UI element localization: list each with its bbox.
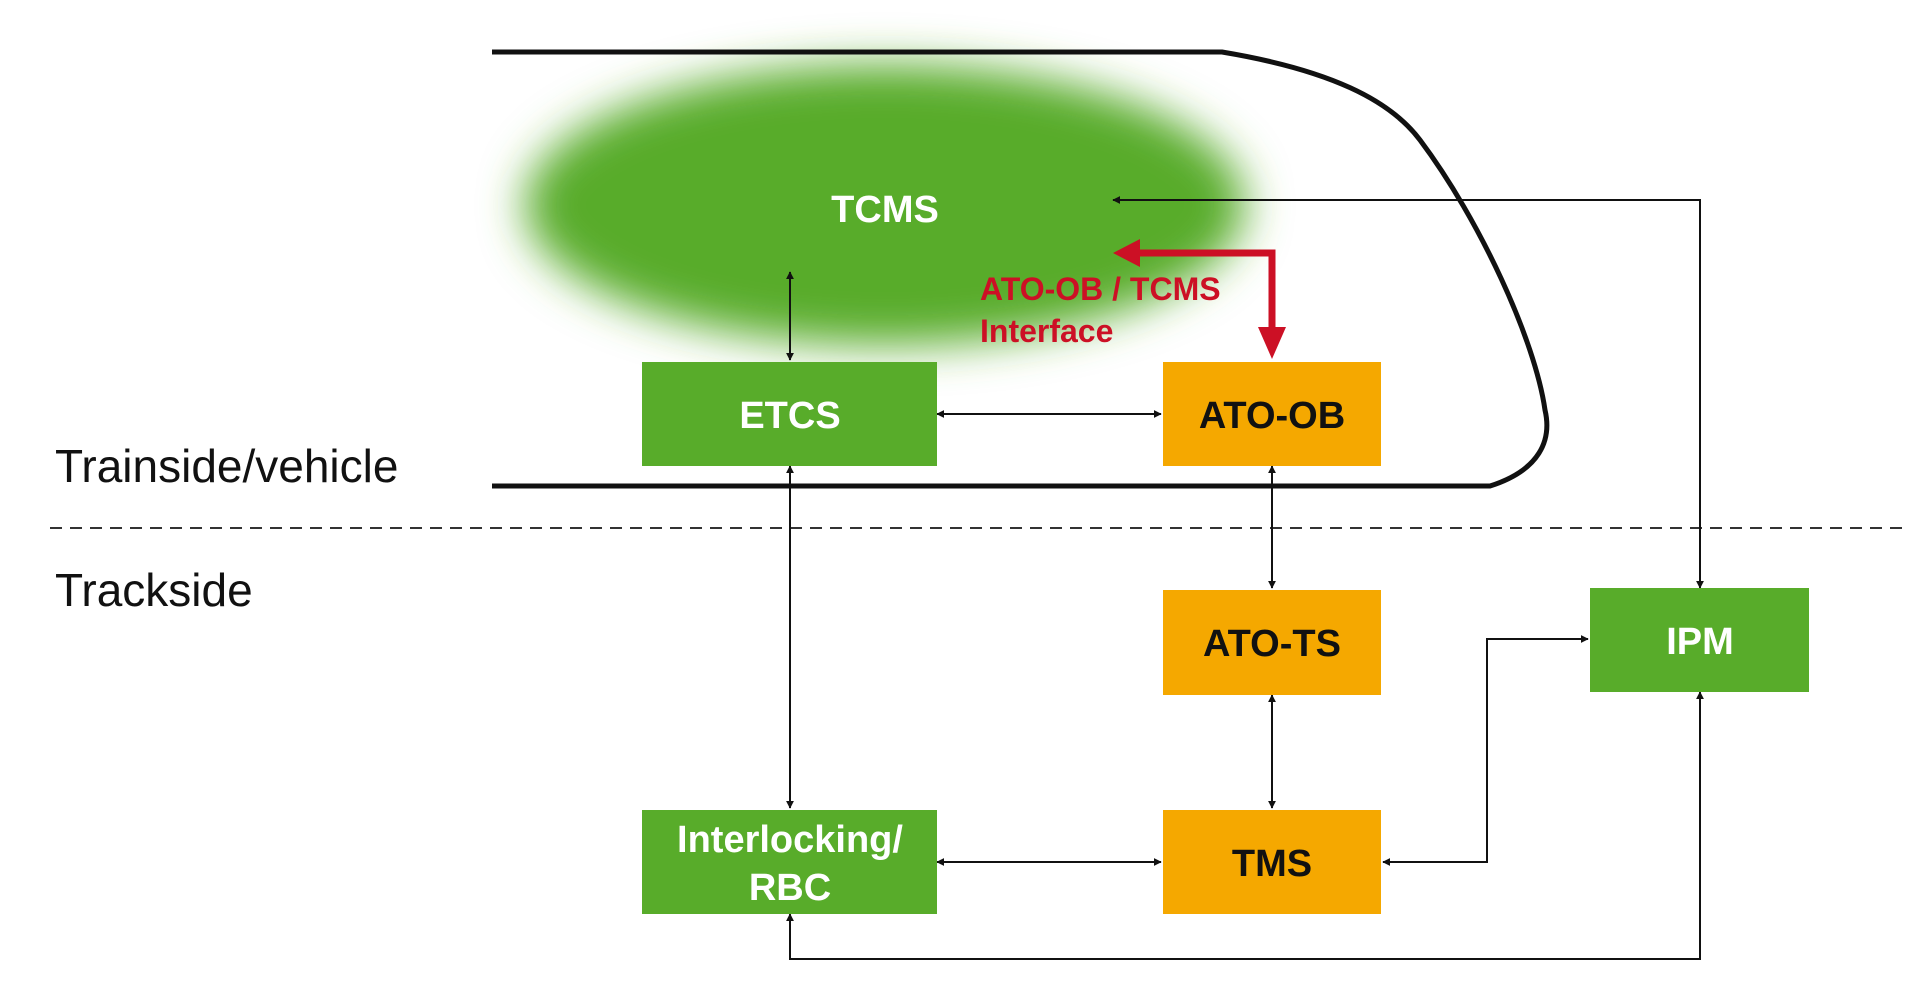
interface-label-line1: ATO-OB / TCMS	[980, 271, 1221, 307]
node-ato-ob: ATO-OB	[1163, 362, 1381, 466]
node-ipm: IPM	[1590, 588, 1809, 692]
node-ipm-label: IPM	[1666, 621, 1734, 663]
node-ato-ob-label: ATO-OB	[1199, 395, 1345, 437]
node-ato-ts-label: ATO-TS	[1203, 623, 1341, 665]
zone-label-track: Trackside	[55, 564, 253, 616]
connector-tms-ipm	[1382, 635, 1589, 866]
connectors	[786, 196, 1704, 960]
node-interlocking-label-line1: Interlocking/	[677, 819, 903, 861]
node-interlocking-label-line2: RBC	[749, 867, 831, 909]
connector-tcms-ipm	[1112, 196, 1704, 589]
interface-label-line2: Interface	[980, 313, 1113, 349]
interface-arrow	[1113, 239, 1286, 359]
connector-ipm-interlocking	[786, 691, 1704, 960]
node-etcs-label: ETCS	[739, 395, 840, 437]
node-tms-label: TMS	[1232, 843, 1312, 885]
tcms-cloud	[525, 65, 1245, 345]
node-ato-ts: ATO-TS	[1163, 590, 1381, 695]
zone-label-train: Trainside/vehicle	[55, 440, 398, 492]
node-etcs: ETCS	[642, 362, 937, 466]
node-tms: TMS	[1163, 810, 1381, 914]
node-interlocking-rbc: Interlocking/ RBC	[642, 810, 937, 914]
tcms-label: TCMS	[831, 189, 939, 231]
